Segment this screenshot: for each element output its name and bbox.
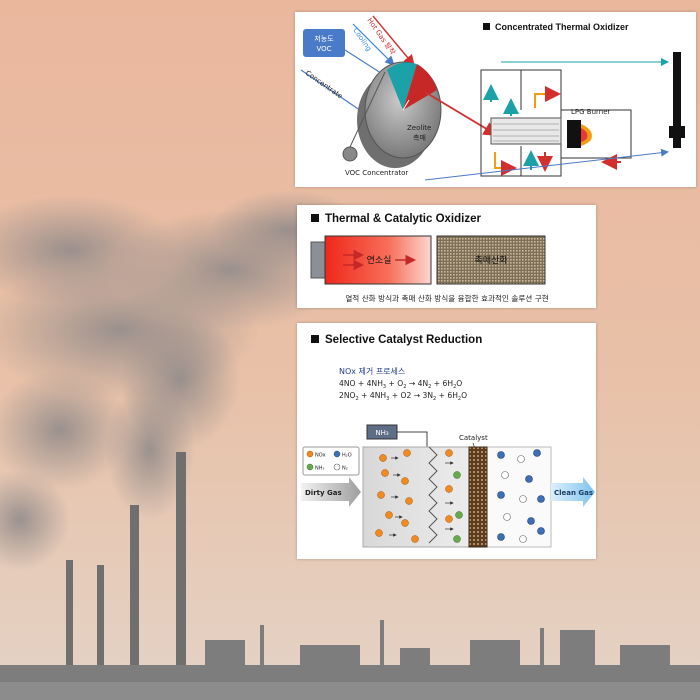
equation-2: 2NO2 + 4NH3 + O2 → 3N2 + 6H2O	[339, 391, 467, 402]
flow-arrow-hot-2	[494, 152, 517, 176]
legend-n2-dot	[333, 463, 341, 471]
wheel-spoke	[402, 99, 410, 111]
dirty-gas-arrow	[301, 477, 361, 507]
inlet-flange	[310, 241, 326, 279]
clean-gas-arrow	[551, 477, 595, 507]
low-voc-box	[303, 29, 345, 57]
title-bullet-1	[483, 23, 490, 30]
legend-h2o-dot	[333, 450, 341, 458]
cooling-sector	[387, 62, 417, 110]
selective-catalyst-reduction-panel: Selective Catalyst Reduction NOx 제거 프로세스…	[297, 323, 596, 559]
exhaust-stack-base	[669, 126, 685, 138]
mixed-particles	[445, 449, 463, 543]
legend-nox: NOx	[315, 453, 326, 459]
concentrator-diagram: Concentrated Thermal Oxidizer 저농도 VOC Co…	[300, 15, 685, 181]
catalytic-oxidation-label: 촉매산화	[474, 255, 507, 266]
thermal-catalytic-oxidizer-panel: Thermal & Catalytic Oxidizer 연소실 촉매산화 열적…	[297, 205, 596, 308]
concentrate-label: Concentrate	[304, 69, 344, 100]
outlet-particles	[497, 449, 545, 543]
exhaust-stack	[673, 52, 681, 148]
zeolite-label: Zeolite	[407, 124, 431, 132]
legend-box	[302, 446, 360, 476]
nh3-label: NH₃	[375, 429, 389, 437]
clean-gas-label: Clean Gas	[554, 489, 593, 497]
burner-flame-inner	[581, 128, 588, 142]
hot-gas-line	[372, 15, 415, 67]
combustion-chamber-label: 연소실	[367, 255, 392, 266]
heat-exchanger-tubes	[493, 123, 559, 142]
motor	[342, 146, 358, 162]
equation-1: 4NO + 4NH3 + O2 → 4N2 + 6H2O	[339, 379, 462, 390]
panel3-title: Selective Catalyst Reduction	[325, 334, 482, 346]
bypass-line	[424, 148, 669, 181]
catalyst-label: Catalyst	[459, 434, 488, 442]
inlet-nox-particles	[375, 449, 419, 543]
hot-gas-label: Hot Gas 탈착	[365, 17, 397, 57]
cooling-label: Cooling	[351, 27, 373, 53]
belt	[349, 71, 386, 148]
concentrator-label: VOC Concentrator	[345, 169, 408, 177]
lpg-burner-label: LPG Burner	[571, 108, 611, 116]
flow-arrows	[389, 456, 454, 537]
legend-h2o: H₂O	[342, 453, 352, 459]
process-title: NOx 제거 프로세스	[339, 367, 405, 376]
concentrated-thermal-oxidizer-panel: Concentrated Thermal Oxidizer 저농도 VOC Co…	[295, 12, 696, 187]
lpg-burner-body	[567, 120, 581, 148]
panel2-title: Thermal & Catalytic Oxidizer	[325, 213, 481, 225]
nh3-pipe	[397, 431, 428, 447]
flow-arrow-hot-1	[534, 86, 561, 108]
legend-n2: N₂	[342, 466, 348, 472]
chimneys	[66, 452, 186, 675]
dirty-gas-label: Dirty Gas	[305, 489, 342, 497]
low-voc-label-1: 저농도	[314, 34, 334, 43]
panel2-caption: 열적 산화 방식과 촉매 산화 방식을 융합한 효과적인 솔루션 구현	[345, 293, 548, 303]
desorption-sector	[403, 64, 437, 110]
catalyst-bed	[468, 446, 488, 548]
ground	[0, 682, 700, 700]
cooling-line	[352, 23, 395, 66]
legend-nh3-dot	[306, 463, 314, 471]
hot-gas-to-oxidizer	[424, 91, 499, 136]
thermal-catalytic-diagram: Thermal & Catalytic Oxidizer 연소실 촉매산화 열적…	[310, 213, 549, 303]
catalyst-bed	[436, 235, 546, 285]
heat-exchanger	[490, 117, 562, 145]
title-bullet-2	[311, 214, 319, 222]
catalyst-label-kr: 촉매	[413, 133, 426, 142]
scr-diagram: Selective Catalyst Reduction NOx 제거 프로세스…	[301, 334, 595, 548]
panel1-title: Concentrated Thermal Oxidizer	[495, 22, 629, 32]
mixing-grid	[428, 446, 438, 544]
low-voc-label-2: VOC	[316, 45, 331, 53]
title-bullet-3	[311, 335, 319, 343]
legend-nox-dot	[306, 450, 314, 458]
legend-nh3: NH₃	[315, 466, 325, 472]
